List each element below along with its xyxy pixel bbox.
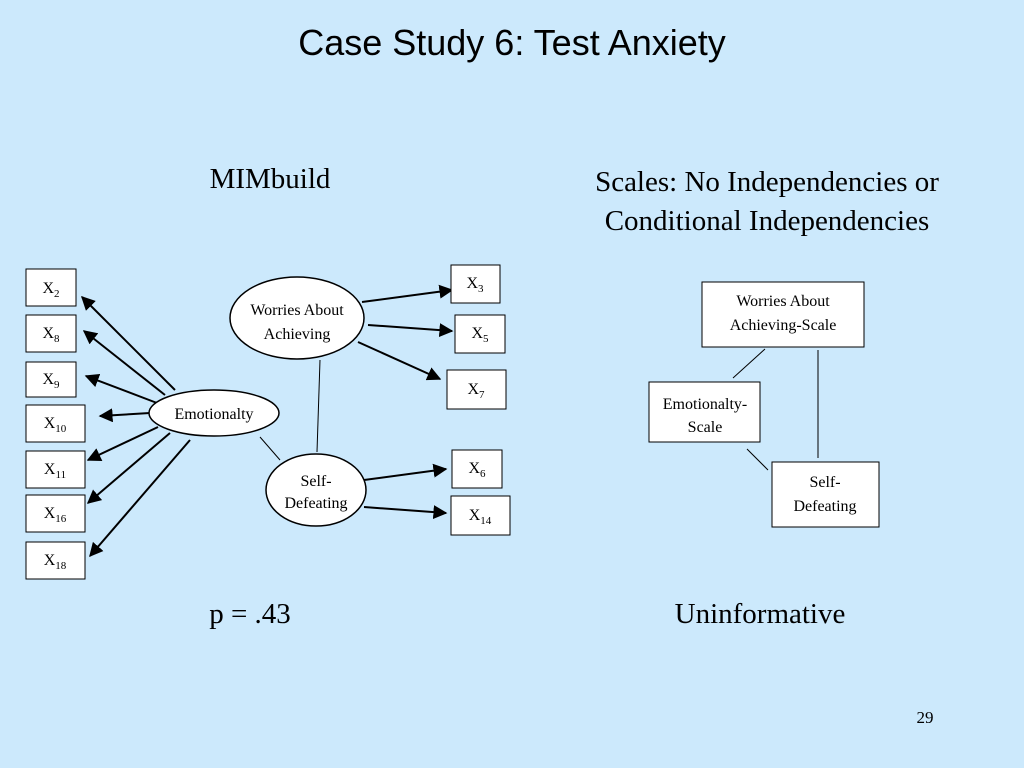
edge-worries-x7 [357, 341, 442, 381]
indicator-x16: X16 [25, 494, 86, 533]
edge-emotionality-x8 [82, 330, 166, 396]
indicator-x6: X6 [451, 449, 503, 489]
edge-emotionality-selfdefeating [259, 436, 281, 461]
edge-worries-selfdefeating [316, 359, 321, 453]
scales-heading-line2: Conditional Independencies [604, 205, 930, 237]
latent-selfdefeating-label-2: Defeating [284, 495, 347, 512]
scales-edges [732, 348, 819, 471]
mimbuild-result: p = .43 [209, 598, 291, 630]
edge-selfdefeating-x14 [363, 505, 448, 520]
svg-text:X7: X7 [467, 381, 485, 401]
edge-emotionality-x2 [81, 296, 176, 391]
indicator-x11: X11 [25, 450, 86, 489]
scale-worries-node: Worries About Achieving-Scale [701, 281, 865, 348]
svg-text:X14: X14 [469, 507, 492, 527]
scale-emotionality-label-1: Emotionalty- [663, 396, 747, 413]
slide-title: Case Study 6: Test Anxiety [298, 22, 726, 63]
page-number: 29 [916, 708, 934, 727]
scale-emotionality-node: Emotionalty- Scale [648, 381, 761, 443]
indicator-x9: X9 [25, 361, 77, 398]
svg-text:X8: X8 [42, 325, 60, 345]
latent-emotionality-node: Emotionalty [148, 389, 280, 437]
edge-emotionality-x16 [86, 432, 171, 504]
latent-worries-label-1: Worries About [250, 302, 344, 319]
scale-selfdefeating-label-1: Self- [809, 474, 840, 491]
mimbuild-heading: MIMbuild [209, 163, 331, 195]
scale-worries-label-2: Achieving-Scale [730, 317, 837, 334]
mimbuild-edges [81, 284, 454, 558]
latent-selfdefeating-node: Self- Defeating [265, 453, 367, 527]
svg-text:X10: X10 [44, 415, 67, 435]
edge-emotionality-x9 [84, 373, 158, 404]
scales-heading-line1: Scales: No Independencies or [595, 166, 939, 198]
scale-selfdefeating-label-2: Defeating [793, 498, 856, 515]
scales-heading: Scales: No Independencies or Conditional… [530, 163, 1004, 241]
indicator-x5: X5 [454, 314, 506, 354]
scales-result: Uninformative [674, 598, 846, 630]
edge-worries-x3 [361, 284, 454, 303]
indicator-x14: X14 [450, 495, 511, 536]
latent-selfdefeating-label-1: Self- [300, 473, 331, 490]
indicator-x10: X10 [25, 404, 86, 443]
scale-emotionality-label-2: Scale [688, 419, 723, 436]
indicator-x3: X3 [450, 264, 501, 304]
indicator-x8: X8 [25, 314, 77, 353]
svg-text:X11: X11 [44, 461, 66, 481]
scale-worries-label-1: Worries About [736, 293, 830, 310]
indicator-x2: X2 [25, 268, 77, 307]
indicator-x18: X18 [25, 541, 86, 580]
indicator-x7: X7 [446, 369, 507, 410]
edge-selfdefeating-x6 [363, 463, 448, 481]
edge-emotionality-x18 [89, 439, 191, 558]
svg-text:X5: X5 [471, 325, 489, 345]
latent-worries-node: Worries About Achieving [229, 276, 365, 360]
edge-emotionality-x10 [98, 408, 151, 423]
svg-text:X6: X6 [468, 460, 486, 480]
edge-scale-worries-emotionality [732, 348, 766, 379]
svg-text:X18: X18 [44, 552, 67, 572]
latent-emotionality-label: Emotionalty [174, 406, 253, 423]
scale-selfdefeating-node: Self- Defeating [771, 461, 880, 528]
edge-emotionality-x11 [86, 426, 159, 461]
latent-worries-label-2: Achieving [264, 326, 331, 343]
edge-scale-emotionality-selfdefeating [746, 448, 769, 471]
svg-text:X3: X3 [466, 275, 484, 295]
svg-text:X16: X16 [44, 505, 67, 525]
edge-worries-x5 [367, 323, 454, 338]
svg-text:X9: X9 [42, 371, 60, 391]
svg-text:X2: X2 [42, 280, 59, 300]
